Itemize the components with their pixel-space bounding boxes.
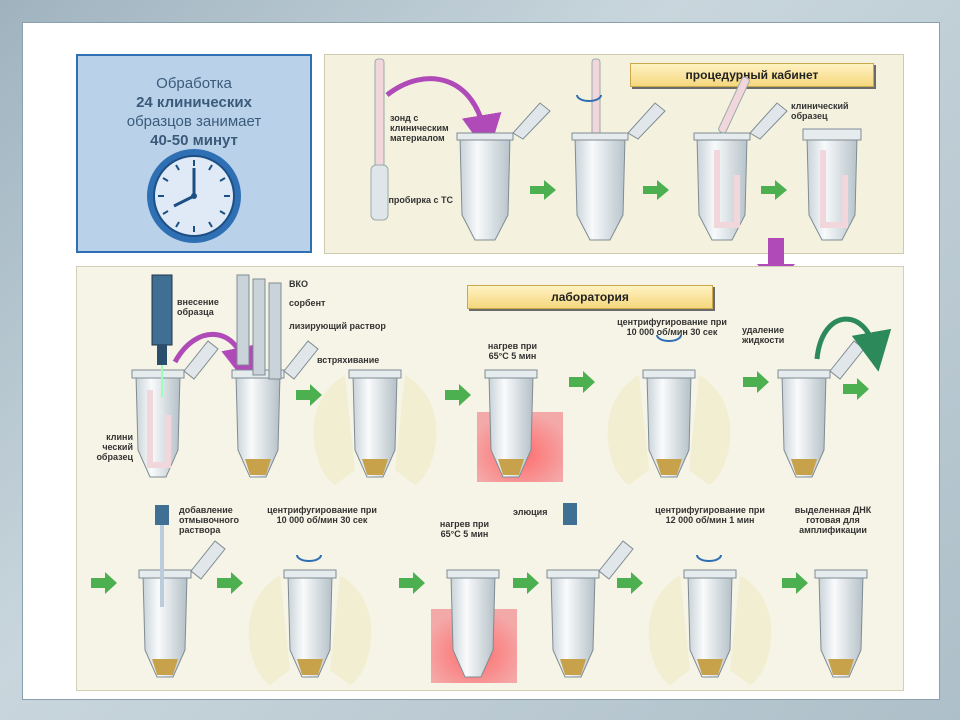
clinical-sample-label: клини ческий образец [96, 432, 133, 462]
time-info-text: Обработка 24 клинических образцов занима… [78, 74, 310, 150]
lab-illustration [91, 274, 892, 685]
time-line-4: 40-50 минут [150, 132, 238, 149]
reagent-sorbent: сорбент [289, 298, 326, 308]
sample-label: клинический образец [791, 101, 849, 121]
time-line-2: 24 клинических [136, 94, 252, 111]
clock-icon [147, 149, 241, 243]
sample-add-label: внесение образца [177, 297, 219, 317]
reagent-list: ВКО сорбент лизирующий раствор [289, 279, 386, 332]
procedure-room-panel: процедурный кабинет [324, 54, 904, 254]
time-line-1: Обработка [156, 75, 232, 92]
reagent-vko: ВКО [289, 279, 308, 289]
lab-panel: лаборатория [76, 266, 904, 691]
tube-1 [456, 102, 551, 241]
dna-ready-label: выделенная ДНК готовая для амплификации [794, 505, 872, 535]
procedure-room-header: процедурный кабинет [630, 63, 874, 87]
probe-label: зонд с клиническим материалом [390, 113, 449, 143]
elution-label: элюция [513, 507, 548, 517]
add-wash-label: добавление отмывочного раствора [179, 505, 239, 535]
centrifuge-2-label: центрифугирование при 10 000 об/мин 30 с… [267, 505, 377, 525]
reagent-lysis: лизирующий раствор [289, 321, 386, 331]
time-info-box: Обработка 24 клинических образцов занима… [76, 54, 312, 253]
shaking-label: встряхивание [317, 355, 380, 365]
centrifuge-1-label: центрифугирование при 10 000 об/мин 30 с… [617, 317, 727, 337]
remove-liquid-label: удаление жидкости [742, 325, 785, 345]
time-line-3: образцов занимает [126, 113, 262, 130]
procedure-illustration [370, 58, 862, 241]
heat-2-label: нагрев при 65°C 5 мин [439, 519, 490, 539]
tube-label: пробирка с ТС [388, 195, 453, 205]
centrifuge-3-label: центрифугирование при 12 000 об/мин 1 ми… [655, 505, 765, 525]
lab-header: лаборатория [467, 285, 713, 309]
heat-1-label: нагрев при 65°C 5 мин [487, 341, 538, 361]
